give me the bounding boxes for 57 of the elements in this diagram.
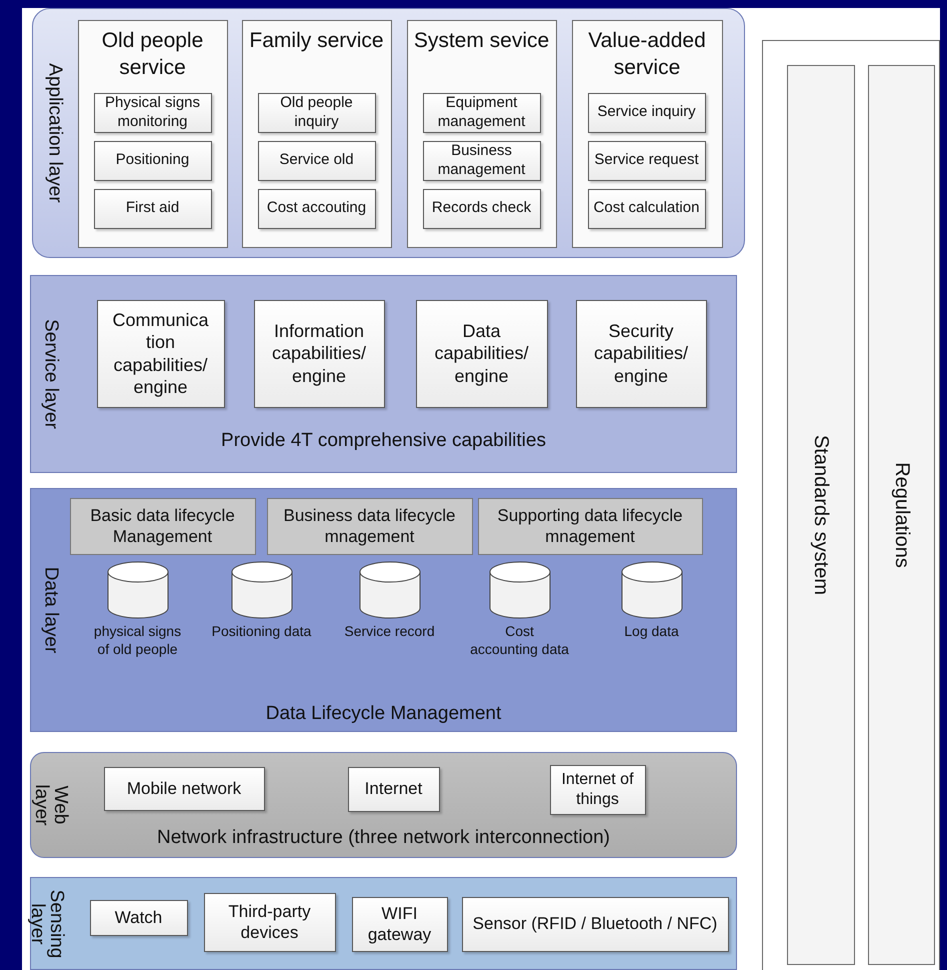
function-box: Cost accouting bbox=[258, 188, 376, 228]
service-group-box bbox=[242, 20, 392, 248]
function-box: Service old bbox=[258, 140, 376, 180]
service-group-box bbox=[78, 20, 228, 248]
function-box: Cost calculation bbox=[588, 188, 706, 228]
bar-label: Regulations bbox=[892, 461, 912, 570]
function-box: Equipment management bbox=[422, 92, 540, 132]
function-box: Service request bbox=[588, 140, 706, 180]
layer-caption: Data Lifecycle Management bbox=[264, 703, 502, 725]
layer-title: Data layer bbox=[42, 566, 60, 656]
data-store-label: physical signs of old people bbox=[92, 622, 182, 658]
service-group-box bbox=[406, 20, 556, 248]
bar-label: Standards system bbox=[811, 434, 831, 598]
function-box: Internet bbox=[348, 766, 440, 812]
layer-panel bbox=[30, 877, 737, 970]
function-box: First aid bbox=[94, 188, 212, 228]
function-box: Watch bbox=[90, 900, 188, 936]
group-heading: Old people service bbox=[100, 28, 204, 81]
service-group-box bbox=[572, 20, 722, 248]
data-store-label: Positioning data bbox=[212, 622, 312, 640]
layer-caption: Network infrastructure (three network interconnection) bbox=[156, 827, 612, 849]
layer-caption: Provide 4T comprehensive capabilities bbox=[220, 430, 547, 452]
function-box: Communica tion capabilities/ engine bbox=[96, 300, 224, 408]
layer-panel bbox=[32, 8, 745, 258]
function-box: Internet of things bbox=[550, 764, 646, 814]
function-box: Data capabilities/ engine bbox=[416, 300, 548, 408]
vertical-bar bbox=[868, 65, 935, 965]
layer-title: Sensing layer bbox=[28, 888, 66, 958]
lifecycle-box: Business data lifecycle mnagement bbox=[266, 498, 472, 554]
data-store-label: Service record bbox=[343, 622, 436, 640]
lifecycle-box: Supporting data lifecycle mnagement bbox=[478, 498, 702, 554]
function-box: Mobile network bbox=[104, 766, 264, 810]
layer-title: Service layer bbox=[42, 318, 60, 431]
data-store-label: Cost accounting data bbox=[470, 622, 570, 658]
function-box: Information capabilities/ engine bbox=[254, 300, 384, 408]
function-box: Security capabilities/ engine bbox=[576, 300, 706, 408]
layer-panel bbox=[30, 752, 737, 858]
function-box: Old people inquiry bbox=[258, 92, 376, 132]
function-box: Records check bbox=[422, 188, 540, 228]
lifecycle-box: Basic data lifecycle Management bbox=[70, 498, 256, 554]
layer-panel bbox=[30, 275, 737, 473]
group-heading: Family service bbox=[248, 28, 385, 54]
function-box: WIFI gateway bbox=[352, 896, 448, 952]
function-box: Business management bbox=[422, 140, 540, 180]
layer-title: Application layer bbox=[46, 62, 64, 205]
function-box: Physical signs monitoring bbox=[94, 92, 212, 132]
function-box: Positioning bbox=[94, 140, 212, 180]
side-panel bbox=[762, 40, 940, 970]
data-store-label: Log data bbox=[623, 622, 680, 640]
layer-title: Web layer bbox=[32, 783, 70, 828]
function-box: Third-party devices bbox=[204, 892, 336, 952]
function-box: Sensor (RFID / Bluetooth / NFC) bbox=[462, 896, 728, 952]
group-heading: System sevice bbox=[412, 28, 550, 54]
group-heading: Value-added service bbox=[587, 28, 707, 81]
function-box: Service inquiry bbox=[588, 92, 706, 132]
layer-panel bbox=[30, 488, 737, 732]
vertical-bar bbox=[787, 65, 855, 965]
